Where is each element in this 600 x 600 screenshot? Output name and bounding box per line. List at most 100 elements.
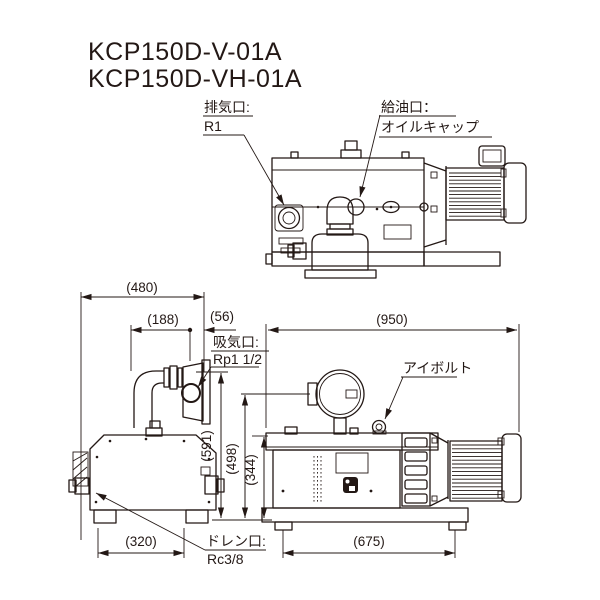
side-bell-top bbox=[429, 432, 449, 444]
exhaust-housing bbox=[274, 204, 304, 232]
front-body-outline bbox=[89, 434, 217, 511]
eyebolt-text: アイボルト bbox=[403, 360, 472, 376]
dim-overall-width: (480) bbox=[126, 280, 158, 295]
vent-slot-1 bbox=[278, 237, 304, 245]
side-bell-bolt-2 bbox=[431, 495, 438, 502]
filler-cap bbox=[344, 140, 358, 151]
intake-port-value: Rp1 1/2 bbox=[213, 351, 262, 367]
side-bell-bolt-1 bbox=[431, 437, 438, 444]
filter-stem bbox=[333, 417, 347, 435]
filter-side-flange bbox=[307, 382, 318, 406]
nameplate-top-view bbox=[383, 224, 412, 240]
drain-port bbox=[74, 477, 90, 495]
drain-port-label: ドレン口: Rc3/8 bbox=[95, 492, 266, 567]
base-bed bbox=[261, 507, 469, 523]
motor-fins-top-view bbox=[449, 172, 501, 217]
silencer-port-cap bbox=[287, 244, 295, 258]
dim-feet-span-front: (320) bbox=[125, 534, 157, 549]
eyebolt-ring-outer bbox=[371, 419, 387, 435]
exhaust-port-inner bbox=[282, 211, 296, 225]
top-side-view: 排気口: R1 給油口： オイルキャップ bbox=[203, 99, 527, 279]
bracket-hatching bbox=[72, 452, 88, 488]
base-rail-right bbox=[423, 251, 501, 267]
dim-overall-length: (950) bbox=[376, 312, 408, 327]
side-plug bbox=[419, 202, 429, 212]
centerline-dot-1 bbox=[316, 205, 320, 209]
rail-block-1 bbox=[284, 426, 298, 435]
drain-port-value: Rc3/8 bbox=[207, 551, 244, 567]
top-tab-left bbox=[290, 151, 299, 159]
oil-fill-label: 給油口： オイルキャップ bbox=[359, 99, 492, 198]
filter-fitting bbox=[345, 389, 358, 399]
front-view-dimensions: (480) (188) (56) (591) (320) bbox=[80, 280, 272, 558]
intake-port-hole bbox=[181, 383, 201, 403]
dim-intake-height: (498) bbox=[224, 443, 239, 475]
cap-tab-2 bbox=[500, 208, 507, 218]
bell-bolt-1 bbox=[430, 171, 438, 179]
exhaust-port-value: R1 bbox=[204, 118, 222, 134]
exhaust-leader-line bbox=[243, 134, 285, 206]
coupling-rib-2 bbox=[169, 365, 178, 390]
louver-slat bbox=[404, 493, 428, 504]
filler-base bbox=[340, 149, 362, 159]
motor-end-cap-side-view bbox=[501, 433, 522, 503]
screw-dot bbox=[207, 457, 211, 461]
side-cap-tab-1 bbox=[497, 437, 505, 446]
terminal-box bbox=[478, 145, 506, 167]
screw-dot bbox=[144, 437, 148, 441]
side-cap-tab-2 bbox=[497, 490, 505, 499]
front-view: 吸気口: Rp1 1/2 ドレン口: Rc3/8 (480) (188) (56… bbox=[68, 280, 272, 567]
side-body-panel bbox=[272, 449, 401, 509]
oil-fill-value: オイルキャップ bbox=[381, 119, 479, 135]
intake-neck-cap bbox=[149, 420, 161, 429]
side-foot-left bbox=[274, 521, 293, 531]
dim-feet-span-side: (675) bbox=[353, 534, 385, 549]
terminal-box-inner bbox=[482, 149, 502, 163]
oil-sight-glass bbox=[382, 200, 400, 214]
filter-circle-inner bbox=[319, 373, 361, 415]
oil-fill-title: 給油口： bbox=[381, 99, 437, 115]
panel-screw bbox=[281, 489, 285, 493]
exhaust-port-title: 排気口: bbox=[204, 99, 250, 115]
rail-block-2 bbox=[349, 427, 359, 435]
base-end-block bbox=[265, 253, 273, 265]
eyebolt-ring-inner bbox=[375, 423, 383, 431]
silencer-port bbox=[292, 242, 307, 260]
dome-band-1 bbox=[329, 223, 351, 230]
drain-bracket bbox=[72, 451, 89, 487]
oil-cap bbox=[347, 198, 365, 216]
filter-flange bbox=[201, 359, 211, 425]
bell-bottom-line bbox=[423, 239, 447, 248]
elbow-outer bbox=[133, 370, 164, 428]
eyebolt-label: アイボルト bbox=[384, 360, 472, 420]
sight-glass-dot bbox=[389, 205, 393, 209]
motor-fins-side-view bbox=[452, 444, 502, 499]
top-tab-right bbox=[401, 151, 410, 159]
cap-tab-1 bbox=[500, 168, 507, 178]
dim-port-offset: (56) bbox=[210, 309, 234, 324]
oil-fill-leader-line bbox=[359, 114, 381, 198]
dim-pipe-offset: (188) bbox=[147, 312, 179, 327]
right-side-view: (950) (498) (344) (675) アイボルト bbox=[224, 312, 522, 558]
motor-housing-side-view bbox=[449, 440, 503, 502]
screw-dot bbox=[95, 455, 99, 459]
vent-slot-2 bbox=[280, 247, 301, 254]
coupling-rib-3 bbox=[177, 367, 183, 388]
louver-slat bbox=[404, 465, 428, 476]
centerline-dot-2 bbox=[375, 207, 379, 211]
bell-bolt-2 bbox=[430, 205, 438, 213]
coupling-rib-1 bbox=[163, 367, 170, 388]
screw-dot bbox=[108, 439, 112, 443]
bell-top-line bbox=[423, 162, 447, 172]
coupling-housing bbox=[401, 432, 431, 507]
side-view-dimensions: (950) (498) (344) (675) bbox=[224, 312, 520, 558]
front-foot-left bbox=[93, 509, 117, 524]
silencer-flange bbox=[304, 269, 377, 279]
side-foot-right bbox=[448, 521, 467, 531]
nameplate-side-view bbox=[335, 452, 369, 474]
dim-overall-height: (591) bbox=[199, 430, 214, 462]
drain-port-title: ドレン口: bbox=[206, 533, 266, 549]
exhaust-port-label: 排気口: R1 bbox=[203, 99, 285, 206]
